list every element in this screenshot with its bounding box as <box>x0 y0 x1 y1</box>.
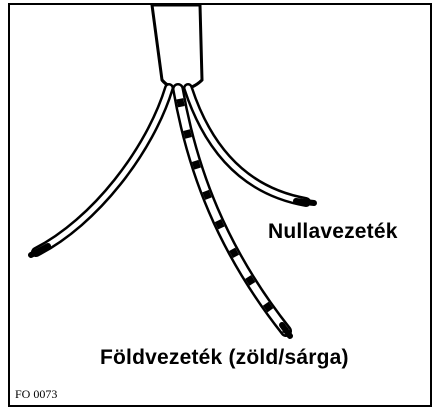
diagram-frame <box>8 3 432 407</box>
cable-sheath <box>150 3 204 91</box>
figure-code: FO 0073 <box>15 387 58 401</box>
neutral-wire <box>183 83 317 207</box>
left-wire <box>28 83 174 258</box>
earth-wire <box>172 83 293 339</box>
neutral-wire-label: Nullavezeték <box>268 220 398 243</box>
earth-wire-label: Földvezeték (zöld/sárga) <box>100 346 349 369</box>
